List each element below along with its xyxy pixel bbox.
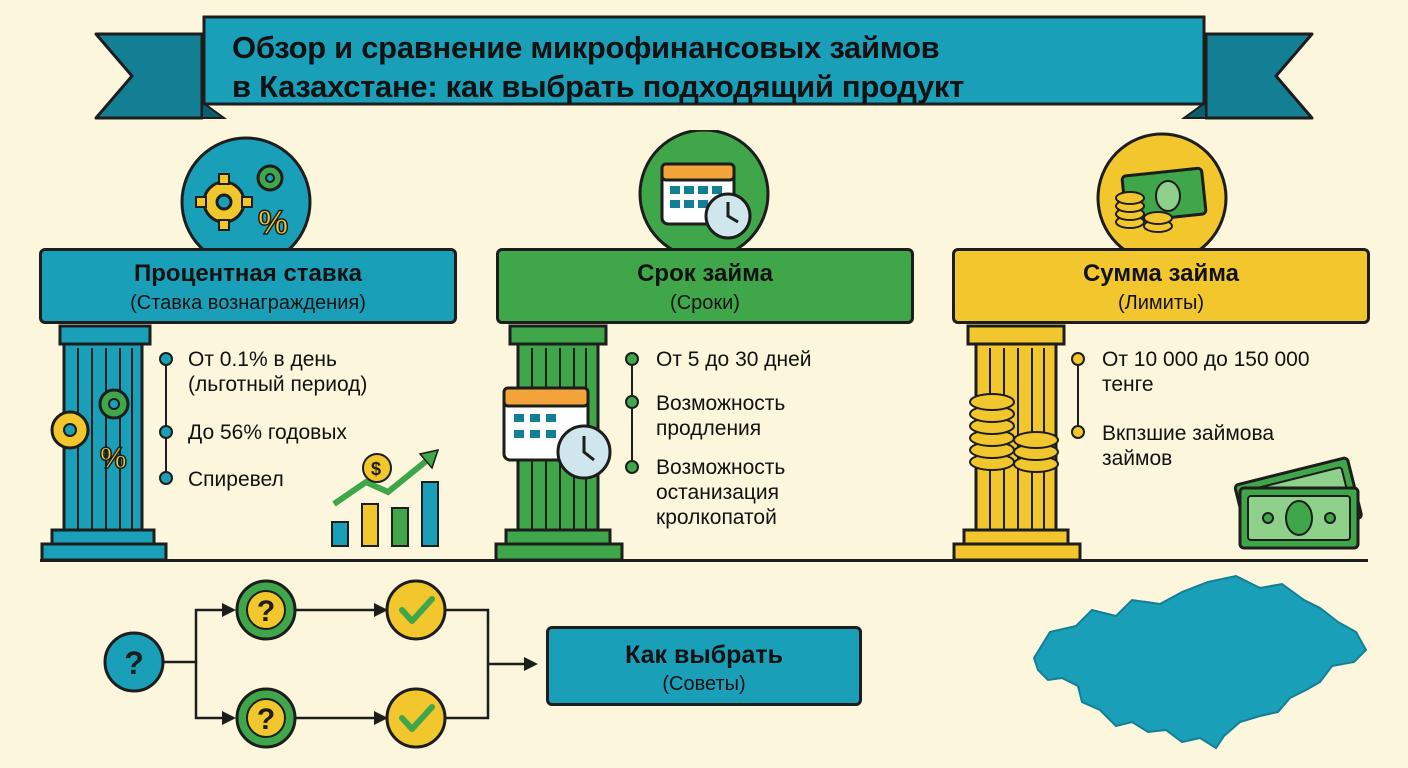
pillar-interest-title: Процентная ставка [134,260,362,287]
svg-text:%: % [100,442,127,475]
pillar-term-subtitle: (Сроки) [670,292,740,314]
svg-text:$: $ [371,459,381,479]
term-bullet-1: От 5 до 30 дней [656,348,812,371]
amount-bullet-2: Вкпзшие займова займов [1102,422,1275,470]
pillar-amount-header: Сумма займа (Лимиты) [952,248,1370,324]
how-to-choose-title: Как выбрать [625,641,783,669]
cash-coins-icon [1096,132,1228,264]
question-node-top: ? [235,579,297,641]
check-icon-bottom [385,687,447,749]
dollar-growth-chart-icon: $ [331,448,440,547]
title-banner [94,15,1314,120]
amount-bullet-1: От 10 000 до 150 000 тенге [1102,348,1310,396]
start-question-node: ? [103,631,165,693]
question-mark: ? [257,703,275,736]
title-line-1: Обзор и сравнение микрофинансовых займов [232,30,940,65]
how-to-choose-subtitle: (Советы) [662,673,746,695]
pillar-term-graphics [494,130,770,562]
pillar-term-header: Срок займа (Сроки) [496,248,914,324]
pillar-amount-subtitle: (Лимиты) [1117,292,1205,314]
pillar-interest-subtitle: (Ставка вознаграждения) [130,292,366,314]
gears-percent-icon: % [180,136,312,268]
ground-divider [40,559,1368,562]
term-bullet-2: Возможность продления [656,392,786,440]
calendar-clock-icon [638,130,770,260]
check-icon-top [385,579,447,641]
interest-bullet-3: Спиревел [188,468,284,491]
decision-flow: ? ? ? [103,579,538,749]
pillar-amount-title: Сумма займа [1082,260,1240,287]
title-line-2: в Казахстане: как выбрать подходящий про… [232,69,965,104]
question-mark: ? [257,595,275,628]
svg-text:%: % [258,204,288,242]
how-to-choose-box: Как выбрать (Советы) [546,626,862,706]
pillar-amount-graphics [952,132,1363,562]
question-mark: ? [124,645,144,681]
question-node-bottom: ? [235,687,297,749]
interest-bullet-2: До 56% годовых [188,421,347,444]
pillar-term-title: Срок займа [637,260,773,287]
term-bullet-3: Возможность останизация кролкопатой [656,456,786,529]
page-title: Обзор и сравнение микрофинансовых займов… [232,28,964,106]
kazakhstan-map-icon [1032,574,1368,750]
interest-bullet-1: От 0.1% в день (льготный период) [188,348,368,396]
pillar-interest-header: Процентная ставка (Ставка вознаграждения… [39,248,457,324]
